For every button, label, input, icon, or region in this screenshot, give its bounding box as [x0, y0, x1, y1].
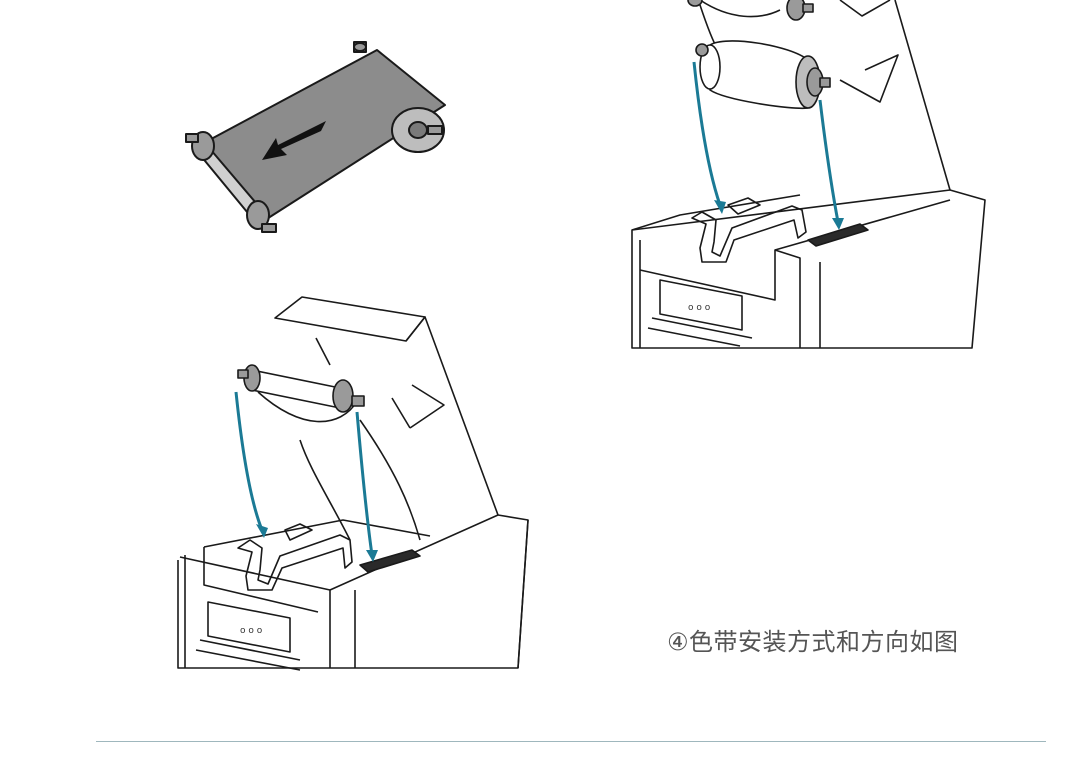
panel-buttons-right: o o o	[688, 303, 711, 313]
ribbon-bracket	[237, 534, 353, 591]
ribbon-cartridge	[185, 41, 446, 233]
ribbon-roll	[709, 40, 809, 110]
guide-arrowhead-left-1	[256, 524, 268, 538]
drive-block-right	[807, 223, 869, 247]
top-ribbon-shaft	[251, 369, 341, 409]
direction-arrow-icon	[262, 121, 326, 160]
control-panel-right	[659, 279, 743, 331]
guide-arrows-right	[692, 61, 840, 223]
guide-arrowhead-right-2	[832, 218, 844, 230]
printer-body-right	[631, 189, 986, 349]
control-panel	[207, 601, 291, 653]
installation-caption: ④色带安装方式和方向如图	[667, 628, 959, 656]
panel-buttons-left: o o o	[240, 626, 263, 636]
ribbon-bracket-right	[691, 205, 807, 263]
guide-arrowhead-right-1	[714, 200, 726, 214]
guide-arrowhead-left-2	[366, 550, 378, 562]
printer-lid-right	[839, 0, 891, 17]
guide-arrows-left	[234, 391, 374, 556]
printer-right	[631, 0, 986, 349]
printer-left	[177, 296, 529, 671]
take-up-flange-bottom	[246, 200, 270, 230]
printer-lid	[274, 296, 426, 342]
drive-block	[359, 549, 421, 573]
divider-line	[96, 741, 1046, 742]
